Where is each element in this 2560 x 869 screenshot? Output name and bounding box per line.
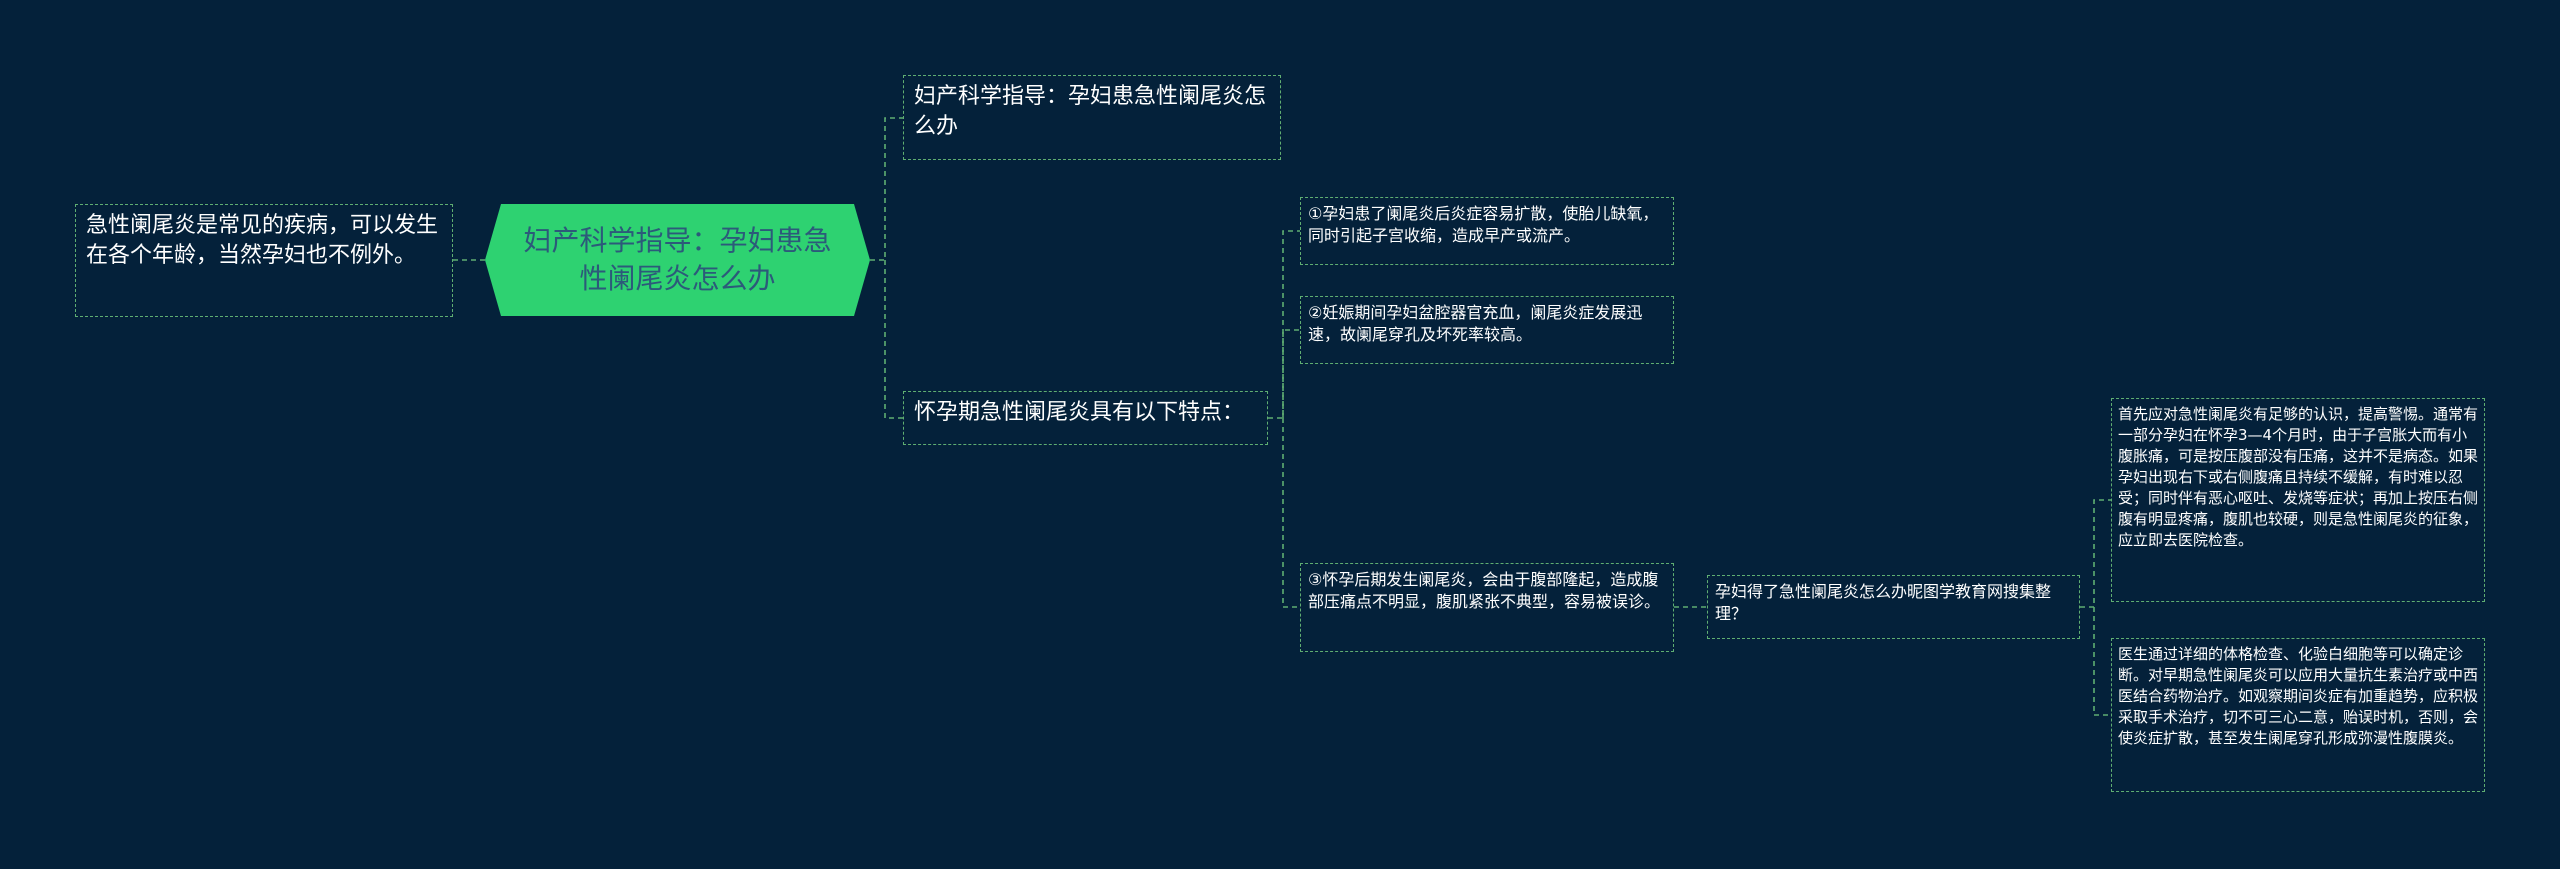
connector-features-item-3	[1282, 418, 1300, 608]
connector-source-advice-1	[2080, 499, 2111, 608]
feature-item-3-label: ③怀孕后期发生阑尾炎，会由于腹部隆起，造成腹部压痛点不明显，腹肌紧张不典型，容易…	[1308, 570, 1661, 611]
connector-root-branch-features	[884, 260, 903, 419]
branch-features-node[interactable]: 怀孕期急性阑尾炎具有以下特点：	[903, 391, 1268, 445]
advice-item-2-label: 医生通过详细的体格检查、化验白细胞等可以确定诊断。对早期急性阑尾炎可以应用大量抗…	[2118, 645, 2479, 747]
feature-item-2-label: ②妊娠期间孕妇盆腔器官充血，阑尾炎症发展迅速，故阑尾穿孔及坏死率较高。	[1308, 303, 1643, 344]
feature-item-1[interactable]: ①孕妇患了阑尾炎后炎症容易扩散，使胎儿缺氧，同时引起子宫收缩，造成早产或流产。	[1300, 197, 1674, 265]
root-topic-label: 妇产科学指导：孕妇患急性阑尾炎怎么办	[523, 224, 832, 295]
feature-item-1-label: ①孕妇患了阑尾炎后炎症容易扩散，使胎儿缺氧，同时引起子宫收缩，造成早产或流产。	[1308, 204, 1659, 245]
connector-root-branch-title	[870, 117, 903, 261]
left-note-label: 急性阑尾炎是常见的疾病，可以发生在各个年龄，当然孕妇也不例外。	[86, 213, 439, 268]
connector-source-advice-2	[2093, 607, 2111, 716]
source-node-label: 孕妇得了急性阑尾炎怎么办昵图学教育网搜集整理？	[1715, 582, 2052, 623]
branch-title-node[interactable]: 妇产科学指导：孕妇患急性阑尾炎怎么办	[903, 75, 1281, 160]
branch-features-label: 怀孕期急性阑尾炎具有以下特点：	[914, 400, 1245, 425]
source-node[interactable]: 孕妇得了急性阑尾炎怎么办昵图学教育网搜集整理？	[1707, 575, 2080, 639]
left-note-node[interactable]: 急性阑尾炎是常见的疾病，可以发生在各个年龄，当然孕妇也不例外。	[75, 204, 453, 317]
feature-item-2[interactable]: ②妊娠期间孕妇盆腔器官充血，阑尾炎症发展迅速，故阑尾穿孔及坏死率较高。	[1300, 296, 1674, 364]
advice-item-2[interactable]: 医生通过详细的体格检查、化验白细胞等可以确定诊断。对早期急性阑尾炎可以应用大量抗…	[2111, 638, 2485, 792]
advice-item-1-label: 首先应对急性阑尾炎有足够的认识，提高警惕。通常有一部分孕妇在怀孕3—4个月时，由…	[2118, 405, 2479, 549]
advice-item-1[interactable]: 首先应对急性阑尾炎有足够的认识，提高警惕。通常有一部分孕妇在怀孕3—4个月时，由…	[2111, 398, 2485, 602]
connector-features-item-2	[1282, 329, 1300, 418]
root-topic-node[interactable]: 妇产科学指导：孕妇患急性阑尾炎怎么办	[485, 204, 870, 316]
connector-features-item-1	[1268, 230, 1300, 419]
feature-item-3[interactable]: ③怀孕后期发生阑尾炎，会由于腹部隆起，造成腹部压痛点不明显，腹肌紧张不典型，容易…	[1300, 563, 1674, 652]
branch-title-label: 妇产科学指导：孕妇患急性阑尾炎怎么办	[914, 84, 1267, 139]
